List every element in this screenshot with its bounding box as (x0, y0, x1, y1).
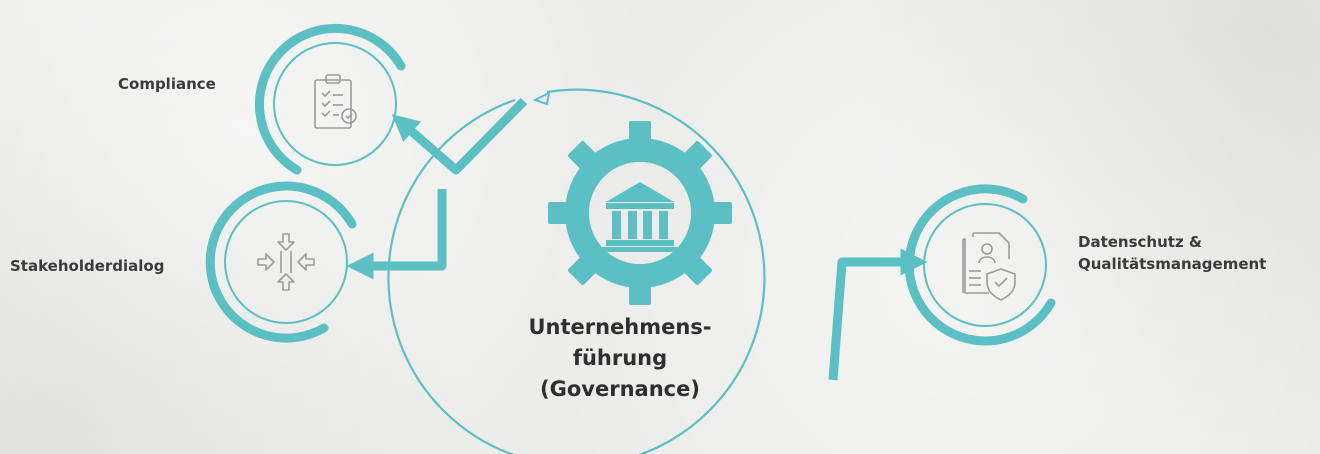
center-title-line-1: Unternehmens- (528, 315, 712, 339)
document-shield-icon (962, 232, 1016, 301)
compliance-node (254, 23, 406, 175)
connector-datenschutz (828, 248, 928, 381)
center-title-line-2: führung (572, 346, 668, 370)
node-label-datenschutz-line-2: Qualitätsmanagement (1078, 255, 1267, 273)
center-title: Unternehmens- führung (Governance) (505, 312, 735, 405)
node-label-stakeholderdialog: Stakeholderdialog (10, 257, 165, 275)
center-title-line-3: (Governance) (540, 377, 700, 401)
node-label-datenschutz: Datenschutz & Qualitätsmanagement (1078, 231, 1266, 275)
bank-building-icon (602, 182, 678, 252)
node-label-compliance: Compliance (118, 75, 216, 93)
arrows-converging-icon (257, 233, 315, 291)
datenschutz-node (904, 184, 1056, 346)
central-ring (387, 88, 766, 454)
triangle-marker-icon (532, 91, 551, 106)
node-label-datenschutz-line-1: Datenschutz & (1078, 233, 1202, 251)
clipboard-checklist-icon (314, 74, 357, 129)
stakeholderdialog-node (205, 181, 357, 343)
connector-compliance (391, 97, 528, 175)
connector-stakeholderdialog (346, 189, 447, 280)
gear-icon (548, 121, 732, 305)
